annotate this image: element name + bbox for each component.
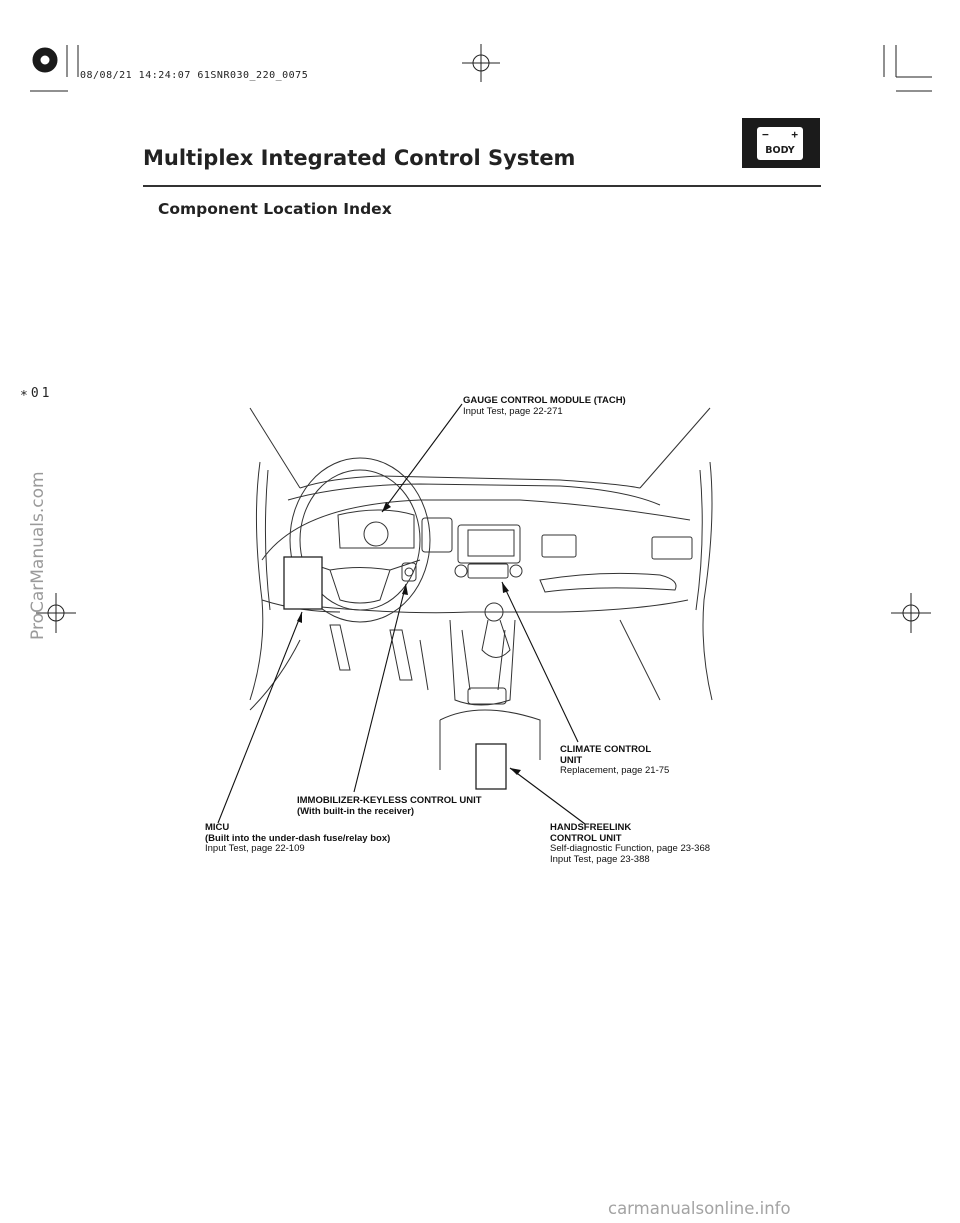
callout-climate-control-unit: CLIMATE CONTROL UNIT Replacement, page 2… [560,744,670,777]
dashboard-drawing [249,407,713,790]
callout-gauge-control-module: GAUGE CONTROL MODULE (TACH) Input Test, … [463,395,626,417]
plus-terminal: + [791,128,798,141]
badge-label: BODY [765,145,795,156]
minus-terminal: − [762,128,769,141]
callout-ref-link[interactable]: Self-diagnostic Function, page 23-368 [550,843,711,854]
callout-handsfreelink-control-unit: HANDSFREELINK CONTROL UNIT Self-diagnost… [550,822,711,865]
body-section-badge: − + BODY [742,118,820,168]
callout-name: HANDSFREELINK [550,822,632,833]
registration-mark-top-left [30,45,79,92]
callout-ref-link[interactable]: Replacement, page 21-75 [560,765,670,776]
callout-name: (With built-in the receiver) [297,805,415,817]
registration-mark-top-center [462,44,500,82]
callout-ref-link[interactable]: Input Test, page 23-388 [550,853,650,865]
print-stamp: 08/08/21 14:24:07 61SNR030_220_0075 [80,70,309,81]
callout-ref-link[interactable]: Input Test, page 22-271 [463,405,563,417]
battery-icon: − + BODY [757,127,803,160]
callout-name: CLIMATE CONTROL [560,744,652,755]
callout-ref-link[interactable]: Input Test, page 22-109 [205,843,305,854]
callout-name: UNIT [560,754,583,766]
page-title: Multiplex Integrated Control System [143,146,576,170]
registration-mark-right [891,593,931,633]
registration-mark-top-right [883,45,932,92]
callout-name: GAUGE CONTROL MODULE (TACH) [463,395,626,406]
registration-mark-left [36,593,76,633]
title-rule [143,185,821,187]
callout-name: IMMOBILIZER-KEYLESS CONTROL UNIT [297,795,482,806]
callout-immobilizer-keyless-control-unit: IMMOBILIZER-KEYLESS CONTROL UNIT (With b… [297,795,482,817]
side-mark: ∗01 [20,386,53,401]
callout-name: CONTROL UNIT [550,832,622,844]
watermark-left: ProCarManuals.com [28,471,48,640]
callout-name: MICU [205,822,230,833]
section-subtitle: Component Location Index [158,200,392,218]
callout-micu: MICU (Built into the under-dash fuse/rel… [205,822,391,855]
callout-name: (Built into the under-dash fuse/relay bo… [205,832,391,844]
leader-lines [217,403,586,825]
leader-arrowheads [297,502,521,775]
watermark-bottom: carmanualsonline.info [608,1199,791,1218]
